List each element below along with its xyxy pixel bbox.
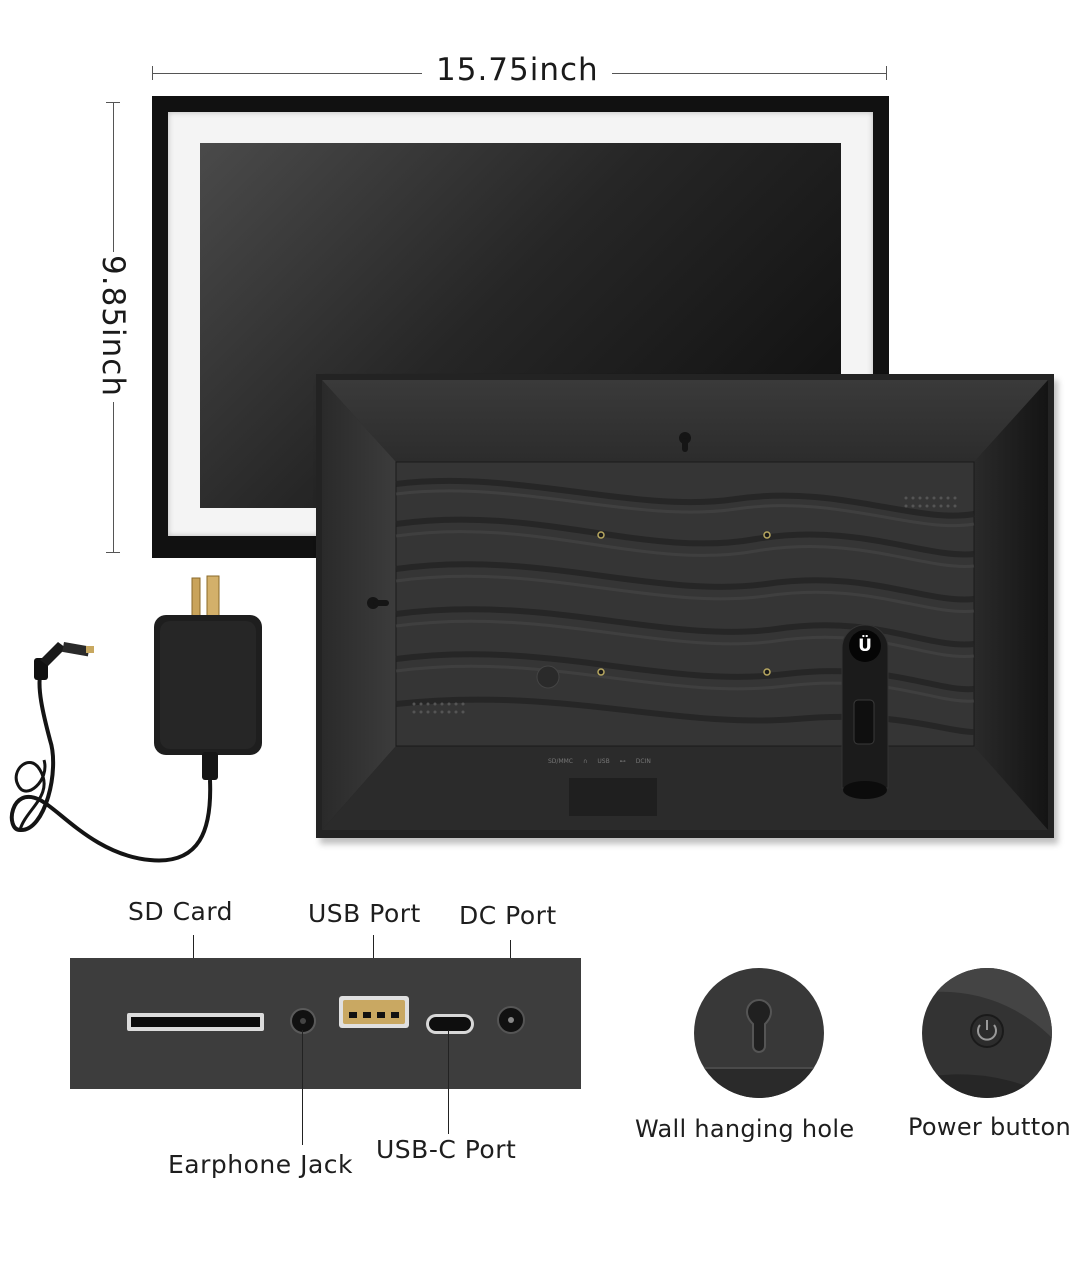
back-label-usbc: ⊷	[619, 758, 626, 765]
dc-port[interactable]	[497, 1006, 525, 1034]
width-dimension-label: 15.75inch	[436, 52, 599, 88]
dc-port-label: DC Port	[459, 901, 557, 930]
back-label-sd: SD/MMC	[548, 758, 573, 765]
wall-hanging-hole-callout	[694, 968, 824, 1098]
sd-card-slot[interactable]	[127, 1013, 264, 1031]
usb-port-label: USB Port	[308, 899, 421, 928]
usb-c-port[interactable]	[426, 1014, 474, 1034]
earphone-jack[interactable]	[290, 1008, 316, 1034]
height-dimension-tick-bottom	[106, 552, 120, 553]
sd-card-label: SD Card	[128, 897, 234, 926]
power-icon[interactable]	[970, 1014, 1004, 1048]
earphone-jack-label: Earphone Jack	[168, 1150, 353, 1179]
height-dimension-line-bottom	[113, 402, 114, 552]
power-button-callout	[922, 968, 1052, 1098]
back-label-usb: USB	[597, 758, 610, 765]
photo-frame-back: SD/MMC ∩ USB ⊷ DCIN Ü	[316, 374, 1054, 838]
back-label-dcin: DCIN	[635, 758, 651, 765]
height-dimension-label: 9.85inch	[95, 255, 131, 397]
width-dimension-line-right	[612, 73, 887, 74]
keyhole-icon	[694, 998, 824, 1098]
power-adapter	[0, 570, 280, 870]
kickstand[interactable]: Ü	[838, 620, 892, 800]
usb-c-port-label: USB-C Port	[376, 1135, 517, 1164]
width-dimension-line-left	[152, 73, 422, 74]
back-label-earphone: ∩	[583, 758, 588, 765]
power-button-label: Power button	[908, 1113, 1071, 1141]
ports-panel	[70, 958, 581, 1089]
usb-c-port-leader	[448, 1030, 449, 1134]
earphone-jack-leader	[302, 1030, 303, 1145]
height-dimension-line-top	[113, 102, 114, 252]
width-dimension-tick-right	[886, 66, 887, 80]
back-port-labels: SD/MMC ∩ USB ⊷ DCIN	[548, 758, 651, 765]
width-dimension-tick-left	[152, 66, 153, 80]
brand-logo: Ü	[849, 630, 881, 662]
usb-port[interactable]	[339, 996, 409, 1028]
frame-back-shell	[316, 374, 1054, 838]
height-dimension-tick-top	[106, 102, 120, 103]
wall-hanging-hole-label: Wall hanging hole	[635, 1115, 855, 1143]
